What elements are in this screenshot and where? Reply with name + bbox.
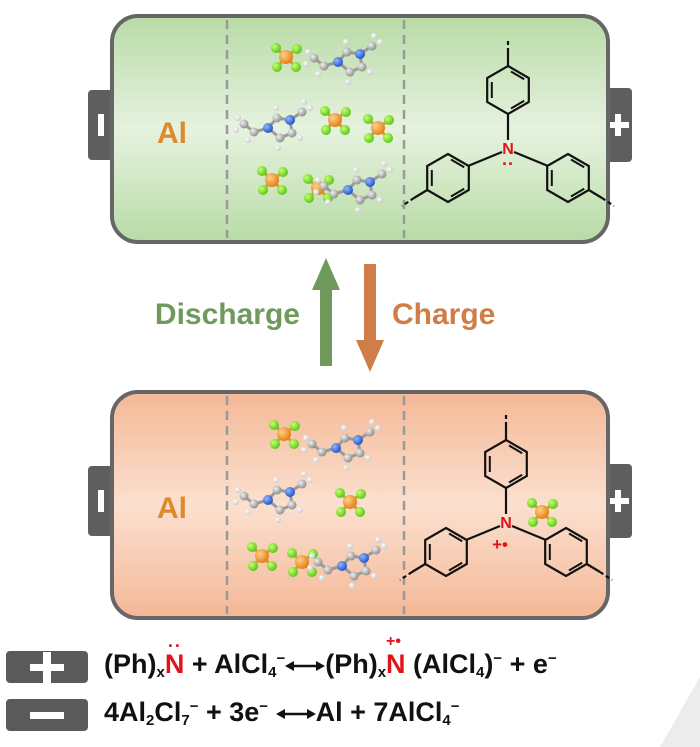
svg-text:N: N (502, 141, 514, 158)
anode-label-top: Al (157, 117, 187, 150)
lone-pair: ·· (502, 154, 514, 174)
reaction-arrows: Discharge Charge (155, 258, 495, 372)
battery-diagram: Al N ·· Discharge Charge Al (88, 14, 632, 620)
discharge-label: Discharge (155, 298, 300, 331)
cathode-equation-row: (Ph)x··N + AlCl4−(Ph)x+•N (AlCl4)− + e− (0, 633, 700, 689)
svg-text:N: N (500, 515, 512, 532)
charge-label: Charge (392, 298, 495, 331)
anode-label-bottom: Al (157, 492, 187, 525)
discharge-arrow (312, 258, 340, 290)
battery-discharged: Al N +• (88, 390, 632, 620)
battery-charged: Al N ·· (88, 14, 632, 244)
battery-body-top (110, 14, 610, 244)
nitrogen-neutral: ··N (164, 636, 185, 679)
double-arrow-icon (285, 660, 326, 671)
double-arrow-icon (275, 708, 316, 719)
radical-cation-mark: +• (492, 535, 508, 554)
triphenylamine-radical-cation: N +• (400, 414, 612, 580)
plus-badge (6, 651, 88, 683)
minus-badge (6, 699, 88, 731)
charge-arrow (356, 340, 384, 372)
anode-equation: 4Al2Cl7− + 3e− Al + 7AlCl4− (104, 697, 460, 729)
battery-body-bottom (110, 390, 610, 620)
nitrogen-radical: +•N (386, 633, 406, 679)
triphenylamine-neutral: N ·· (402, 40, 614, 206)
page-corner-decoration (660, 677, 700, 747)
cathode-equation: (Ph)x··N + AlCl4−(Ph)x+•N (AlCl4)− + e− (104, 633, 557, 681)
anode-equation-row: 4Al2Cl7− + 3e− Al + 7AlCl4− (0, 695, 700, 737)
